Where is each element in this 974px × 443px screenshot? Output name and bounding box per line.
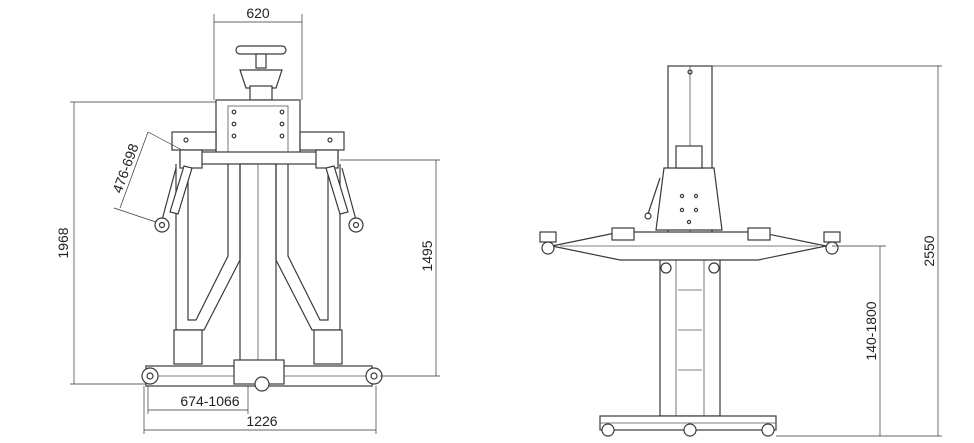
dim-arm-length-label: 476-698 xyxy=(109,141,142,195)
cross-beam xyxy=(179,151,339,165)
dim-top-width: 620 xyxy=(213,5,303,100)
side-arm-platform xyxy=(539,227,841,274)
dim-top-width-label: 620 xyxy=(246,5,270,21)
top-handle xyxy=(235,45,287,101)
left-arm xyxy=(154,149,203,233)
front-view: 620 1968 476-698 1495 674-10 xyxy=(55,5,440,434)
dim-total-height: 1968 xyxy=(55,101,216,385)
side-view: 2550 140-1800 xyxy=(539,65,942,437)
base-legs xyxy=(173,164,343,365)
center-carriage xyxy=(171,99,345,157)
dim-lift-range-label: 140-1800 xyxy=(863,301,879,360)
center-post xyxy=(239,163,277,365)
dim-base-reach: 674-1066 xyxy=(147,386,249,414)
dim-column-height-label: 2550 xyxy=(921,235,937,266)
dim-base-width: 1226 xyxy=(143,386,377,434)
right-arm xyxy=(315,149,364,233)
dim-total-height-label: 1968 xyxy=(55,227,71,258)
dim-lift-range: 140-1800 xyxy=(832,245,886,436)
side-carriage xyxy=(644,145,723,231)
base-beam xyxy=(141,359,383,392)
dim-arm-height-label: 1495 xyxy=(419,240,435,271)
dim-base-reach-label: 674-1066 xyxy=(180,393,239,409)
side-base xyxy=(599,415,777,437)
dim-arm-height: 1495 xyxy=(340,159,440,377)
dim-column-height: 2550 xyxy=(712,65,942,437)
dim-base-width-label: 1226 xyxy=(246,413,277,429)
